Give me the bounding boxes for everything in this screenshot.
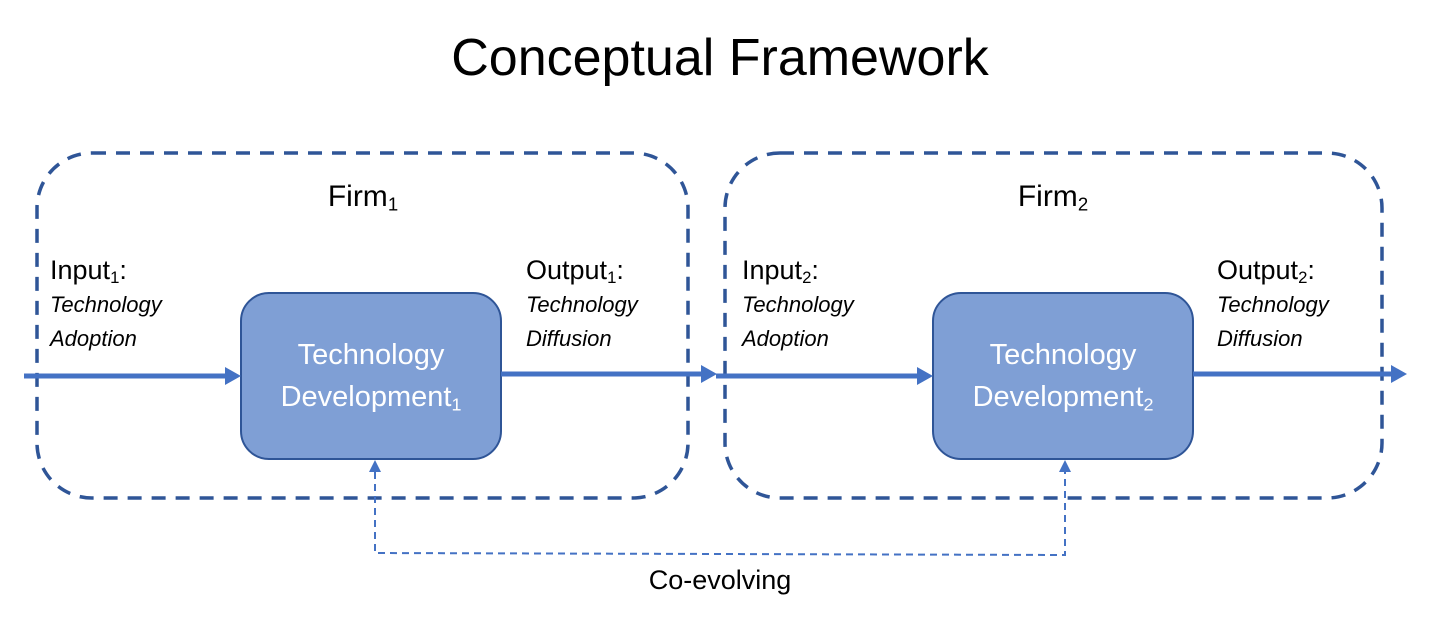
input-1-text: Input	[50, 255, 111, 285]
firm-2-container	[723, 151, 1384, 500]
arrowhead-input-1	[225, 367, 241, 385]
output-2-index: 2	[1298, 268, 1308, 288]
input-2-index: 2	[802, 268, 812, 288]
process-1-line2: Development1	[241, 376, 501, 425]
process-2-line2-text: Development	[972, 381, 1144, 413]
input-1-desc-line2: Adoption	[50, 326, 137, 351]
input-1-desc-line1: Technology	[50, 292, 162, 317]
process-1-line1: Technology	[297, 339, 445, 371]
firm-2-name: Firm	[1017, 180, 1078, 213]
output-1-label: Output1:	[526, 257, 624, 287]
process-1-line2-text: Development	[280, 381, 452, 413]
output-2-desc-line1: Technology	[1217, 292, 1329, 317]
arrowhead-output-1	[701, 365, 717, 383]
arrowhead-output-2	[1391, 365, 1407, 383]
input-2-desc-line2: Adoption	[742, 326, 829, 351]
output-2-colon: :	[1307, 255, 1315, 285]
input-2-label: Input2:	[742, 257, 819, 287]
arrowhead-input-2	[917, 367, 933, 385]
co-evolving-label: Co-evolving	[648, 565, 792, 595]
firm-1-label: Firm1	[263, 180, 463, 216]
output-2-text: Output	[1217, 255, 1299, 285]
output-2-label: Output2:	[1217, 257, 1315, 287]
process-1-index: 1	[451, 394, 462, 415]
output-1-colon: :	[616, 255, 624, 285]
output-2-desc-line2: Diffusion	[1217, 326, 1303, 351]
input-2-colon: :	[811, 255, 819, 285]
firm-1-index: 1	[387, 193, 399, 215]
input-1-index: 1	[110, 268, 120, 288]
output-1-desc-line2: Diffusion	[526, 326, 612, 351]
output-1-desc-line1: Technology	[526, 292, 638, 317]
output-1-index: 1	[607, 268, 617, 288]
firm-2-index: 2	[1077, 193, 1089, 215]
firm-2-label: Firm2	[953, 180, 1153, 216]
firm-1-container	[35, 151, 690, 500]
input-2-desc-line1: Technology	[742, 292, 854, 317]
output-1-text: Output	[526, 255, 608, 285]
process-2-index: 2	[1143, 394, 1154, 415]
input-2-text: Input	[742, 255, 803, 285]
process-2-line1: Technology	[989, 339, 1137, 371]
arrowhead-feedback-2	[1059, 460, 1071, 472]
input-1-label: Input1:	[50, 257, 127, 287]
arrowhead-feedback-1	[369, 460, 381, 472]
firm-1-name: Firm	[327, 180, 388, 213]
process-2-line2: Development2	[933, 376, 1193, 425]
input-1-colon: :	[119, 255, 127, 285]
diagram-title: Conceptual Framework	[451, 29, 989, 87]
co-evolving-connector	[374, 472, 1066, 557]
